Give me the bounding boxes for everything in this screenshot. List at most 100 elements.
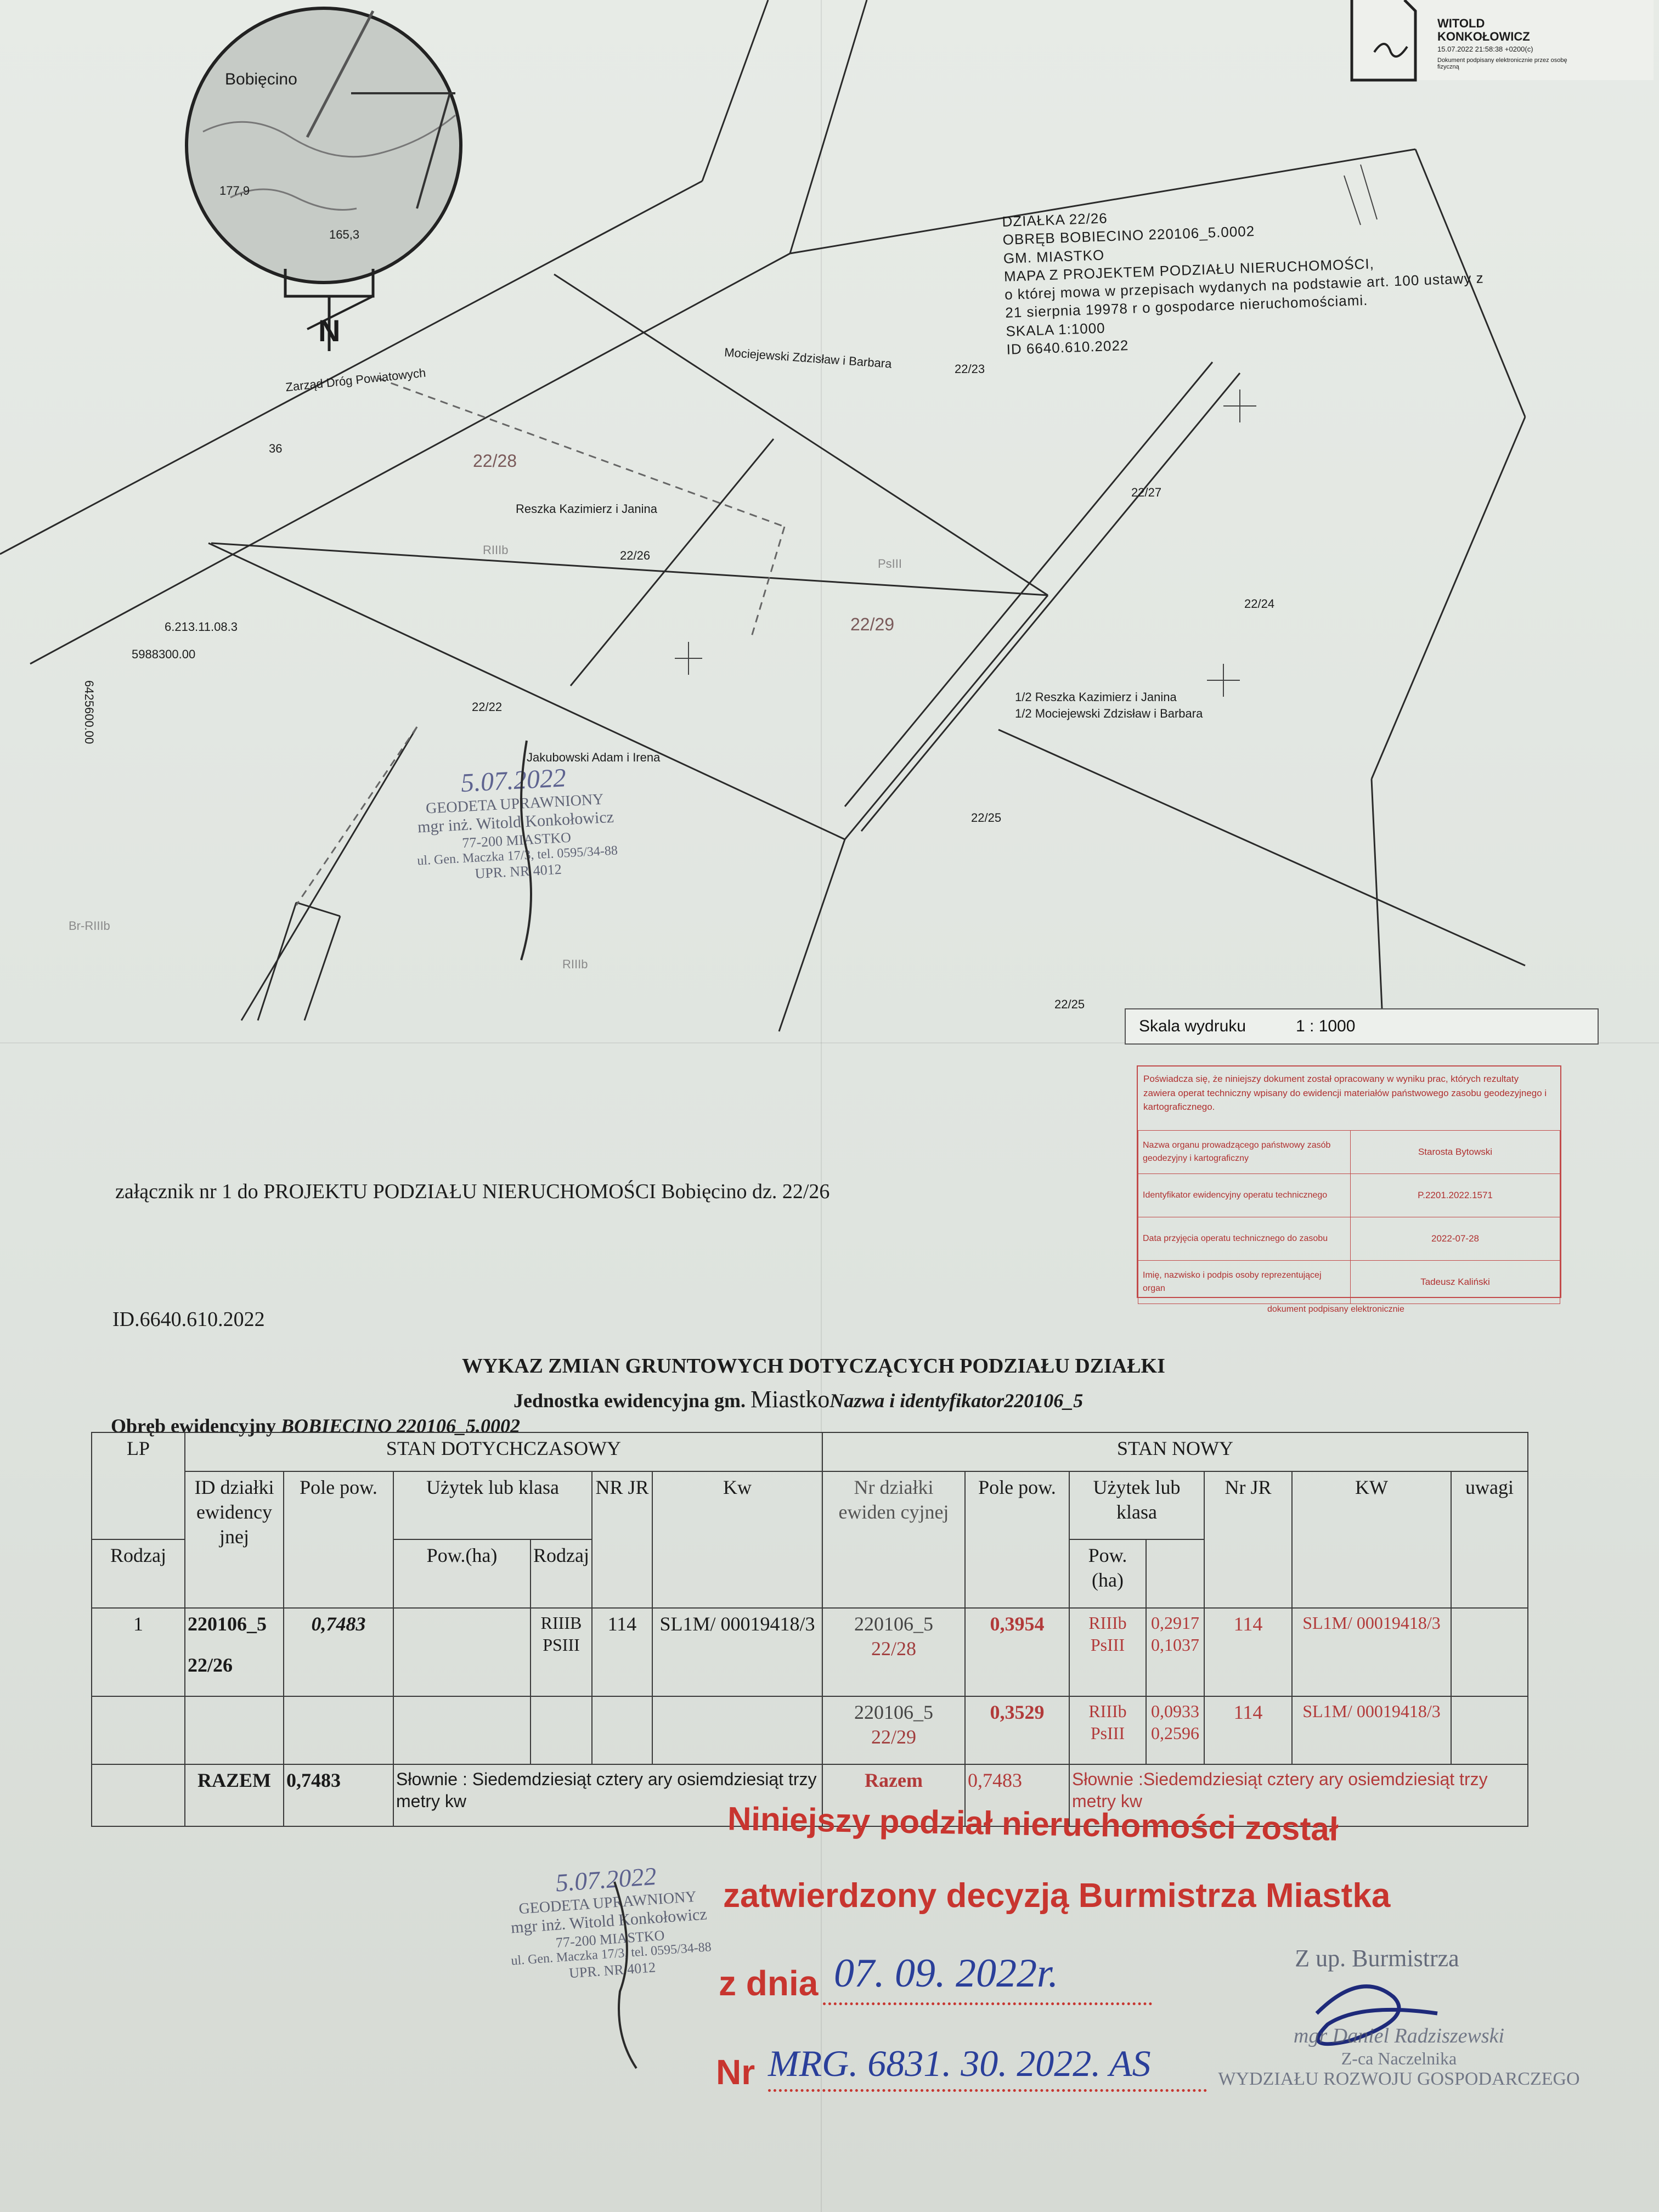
cell-new-jr: 114 <box>1204 1607 1293 1697</box>
col-header: ID działki ewidency jnej <box>184 1470 284 1609</box>
map-label-parcel: 22/25 <box>1054 997 1085 1011</box>
wykaz-title: WYKAZ ZMIAN GRUNTOWYCH DOTYCZĄCYCH PODZI… <box>462 1355 1165 1378</box>
signature-badge-icon <box>1350 0 1654 82</box>
map-label-parcel: 22/29 <box>850 614 895 634</box>
cert-value: Tadeusz Kaliński <box>1350 1260 1560 1304</box>
cell-new-id: 220106_5 22/28 <box>821 1607 966 1697</box>
nr-dotted-line <box>768 2089 1207 2092</box>
map-label-share: 1/2 Mociejewski Zdzisław i Barbara <box>1015 707 1203 720</box>
approval-date-value: 07. 09. 2022r. <box>834 1951 1059 1996</box>
map-label-class: PsIII <box>878 557 902 571</box>
cert-label: Data przyjęcia operatu technicznego do z… <box>1138 1217 1351 1261</box>
col-header: Pow.(ha) <box>393 1539 531 1609</box>
signature-icon <box>613 1881 637 2069</box>
map-label-coord: 6.213.11.08.3 <box>165 620 238 634</box>
cell-nrjr: 114 <box>591 1607 653 1697</box>
total-words: Słownie : Siedemdziesiąt cztery ary osie… <box>393 1764 823 1827</box>
table-row: Imię, nazwisko i podpis osoby reprezentu… <box>1138 1260 1560 1304</box>
cert-label: Nazwa organu prowadzącego państwowy zasó… <box>1138 1130 1351 1174</box>
date-dotted-line <box>823 2002 1152 2005</box>
cell-new-klasa: RIIIb PsIII <box>1068 1607 1147 1697</box>
map-label-coord: 6425600.00 <box>82 680 96 744</box>
map-label-parcel: 22/28 <box>473 451 517 471</box>
scale-value: 1 : 1000 <box>1296 1017 1356 1035</box>
certificate-footer: dokument podpisany elektronicznie <box>1267 1305 1404 1314</box>
location-inset <box>185 7 462 351</box>
cell-new-kw: SL1M/ 00019418/3 <box>1291 1607 1452 1697</box>
fold-line <box>0 1042 1659 1043</box>
cell-pole: 0,7483 <box>283 1607 394 1697</box>
fold-line <box>821 0 822 2212</box>
cert-value: P.2201.2022.1571 <box>1350 1173 1560 1217</box>
certificate-intro: Poświadcza się, że niniejszy dokument zo… <box>1143 1074 1547 1112</box>
cell-uwagi <box>1451 1695 1528 1765</box>
col-header: NR JR <box>591 1470 653 1609</box>
map-label-class: RIIIb <box>483 543 509 557</box>
col-header: Rodzaj <box>91 1539 185 1609</box>
total-label-new: Razem <box>821 1764 966 1827</box>
col-header: STAN NOWY <box>821 1432 1529 1472</box>
map-label-36: 36 <box>269 442 283 455</box>
cell-new-kw: SL1M/ 00019418/3 <box>1291 1695 1452 1765</box>
map-label-class: RIIIb <box>562 957 588 971</box>
scale-box: Skala wydruku 1 : 1000 <box>1125 1008 1599 1045</box>
table-row: 1 220106_5 22/26 0,7483 RIIIB PSIII 114 … <box>91 1607 1528 1697</box>
map-header: DZIAŁKA 22/26 OBRĘB BOBIECINO 220106_5.0… <box>1002 196 1486 359</box>
approval-line-2: zatwierdzony decyzją Burmistrza Miastka <box>723 1877 1391 1915</box>
cell-new-pow: 0,2917 0,1037 <box>1145 1607 1205 1697</box>
cell-kw: SL1M/ 00019418/3 <box>651 1607 823 1697</box>
cell-empty <box>530 1695 592 1765</box>
unit-suffix: Nazwa i identyfikator220106_5 <box>830 1390 1084 1412</box>
col-header: Nr działki ewiden cyjnej <box>821 1470 966 1609</box>
cell-new-id-main: 220106_5 <box>854 1701 933 1723</box>
cell-new-klasa: RIIIb PsIII <box>1068 1695 1147 1765</box>
cell-lp: 1 <box>91 1607 185 1697</box>
total-words-new: Słownie :Siedemdziesiąt cztery ary osiem… <box>1068 1764 1529 1827</box>
inset-place: Bobięcino <box>225 70 297 88</box>
document-id: ID.6640.610.2022 <box>112 1308 265 1331</box>
cell-id-main: 220106_5 <box>188 1613 267 1635</box>
map-label-parcel: 22/22 <box>472 700 503 714</box>
approval-nr-value: MRG. 6831. 30. 2022. AS <box>768 2042 1151 2084</box>
signature-icon <box>520 740 532 961</box>
cell-id-nr: 22/26 <box>188 1654 233 1677</box>
cadastral-map <box>0 0 1526 1032</box>
cell-empty <box>91 1764 185 1827</box>
signature-logo: WITOLD KONKOŁOWICZ 15.07.2022 21:58:38 +… <box>1350 0 1657 82</box>
official-zup: Z up. Burmistrza <box>1295 1945 1459 1972</box>
cell-new-pole: 0,3954 <box>964 1607 1070 1697</box>
attachment-title: załącznik nr 1 do PROJEKTU PODZIAŁU NIER… <box>115 1180 830 1203</box>
cell-uwagi <box>1451 1607 1528 1697</box>
table-row: Data przyjęcia operatu technicznego do z… <box>1138 1217 1560 1261</box>
inset-height-1: 177,9 <box>219 184 250 198</box>
cell-new-nr: 22/29 <box>871 1725 916 1748</box>
table-row: RAZEM 0,7483 Słownie : Siedemdziesiąt cz… <box>91 1764 1529 1827</box>
logo-note: Dokument podpisany elektronicznie przez … <box>1437 57 1567 70</box>
wykaz-unit: Jednostka ewidencyjna gm. MiastkoNazwa i… <box>514 1385 1083 1413</box>
north-arrow-icon: N <box>318 313 341 348</box>
table-row: Identyfikator ewidencyjny operatu techni… <box>1138 1173 1560 1217</box>
cert-label: Identyfikator ewidencyjny operatu techni… <box>1138 1173 1351 1217</box>
official-signature-icon <box>1315 1984 1438 2046</box>
map-label-owner: Reszka Kazimierz i Janina <box>516 502 657 516</box>
table-row: 220106_5 22/29 0,3529 RIIIb PsIII 0,0933… <box>91 1695 1528 1765</box>
signer-role: Z-ca Naczelnika <box>1341 2048 1457 2068</box>
unit-prefix: Jednostka ewidencyjna gm. <box>514 1390 746 1412</box>
total-label: RAZEM <box>184 1764 284 1827</box>
certificate-box: Poświadcza się, że niniejszy dokument zo… <box>1137 1065 1561 1304</box>
map-label-parcel: 22/27 <box>1131 486 1162 499</box>
col-header: STAN DOTYCHCZASOWY <box>184 1432 823 1472</box>
map-label-parcel: 22/23 <box>955 362 985 376</box>
total-value: 0,7483 <box>283 1764 394 1827</box>
cell-empty <box>651 1695 823 1765</box>
unit-name: Miastko <box>751 1386 830 1413</box>
cell-new-pole: 0,3529 <box>964 1695 1070 1765</box>
cert-value: 2022-07-28 <box>1350 1217 1560 1261</box>
cell-new-id: 220106_5 22/29 <box>821 1695 966 1765</box>
col-header: uwagi <box>1451 1470 1528 1609</box>
table-row: Rodzaj Pow.(ha) Rodzaj Pow. (ha) <box>91 1539 1528 1609</box>
col-header: KW <box>1291 1470 1452 1609</box>
certificate-table: Nazwa organu prowadzącego państwowy zasó… <box>1138 1130 1560 1304</box>
cell-empty <box>283 1695 394 1765</box>
official-signer: mgr Daniel Radziszewski Z-ca Naczelnika … <box>1196 2024 1602 2090</box>
